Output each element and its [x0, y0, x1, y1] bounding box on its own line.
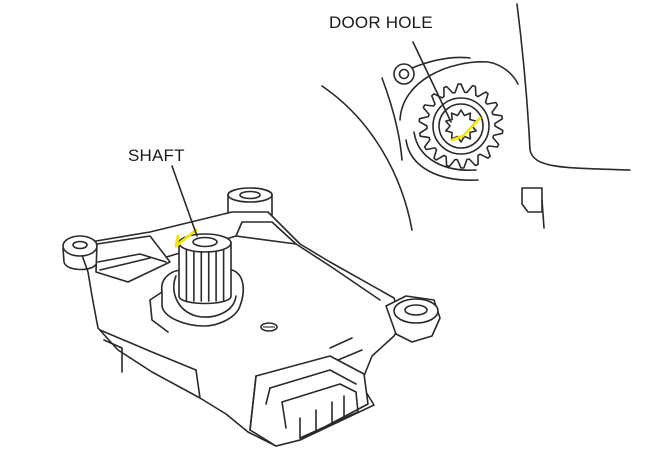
shaft-label: SHAFT: [128, 146, 185, 165]
door-hole-leader: [412, 41, 452, 123]
door-hole-highlight: [450, 116, 482, 142]
door-gear: [393, 41, 519, 181]
actuator-body: [62, 165, 441, 447]
shaft-highlight: [174, 228, 198, 248]
shaft-leader: [171, 165, 198, 237]
shaft: [178, 242, 232, 305]
door-housing: [321, 3, 631, 231]
door-hole-label: DOOR HOLE: [329, 13, 433, 32]
